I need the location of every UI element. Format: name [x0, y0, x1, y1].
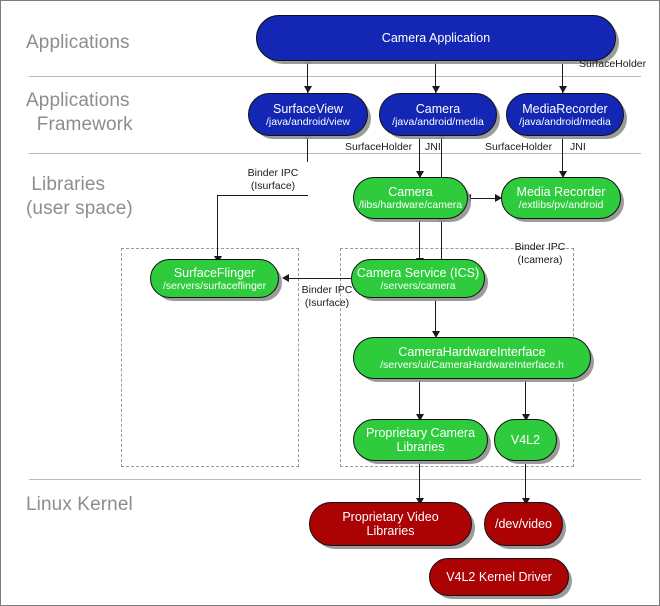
edge-label-surfaceholder-app: SurfaceHolder	[579, 58, 647, 70]
connector-camera-java-down	[419, 136, 420, 177]
connector-chi-to-proprietary-camera	[419, 378, 420, 417]
arrowhead-chi-to-proprietary-camera	[416, 414, 424, 421]
connector-camera-native-to-service	[419, 219, 420, 263]
node-v4l2[interactable]: V4L2	[494, 419, 557, 461]
node-camera-application[interactable]: Camera Application	[256, 15, 616, 61]
node-media-recorder-native-path: /extlibs/pv/android	[518, 199, 604, 211]
arrowhead-app-camera-java	[432, 86, 440, 93]
layer-separator-kernel	[29, 479, 641, 480]
connector-app-mediarecorder	[562, 61, 563, 93]
node-camera-native[interactable]: Camera /libs/hardware/camera	[353, 177, 468, 219]
node-surfaceflinger-path: /servers/surfaceflinger	[162, 279, 267, 292]
node-proprietary-video-libraries[interactable]: Proprietary Video Libraries	[309, 502, 472, 546]
layer-separator-applications	[29, 76, 641, 77]
node-proprietary-camera-libraries-title: Proprietary Camera Libraries	[365, 426, 476, 454]
node-camera-native-title: Camera	[388, 185, 433, 199]
node-media-recorder-native-title: Media Recorder	[516, 185, 606, 199]
node-surfaceflinger[interactable]: SurfaceFlinger /servers/surfaceflinger	[150, 259, 279, 298]
node-surfaceview-title: SurfaceView	[273, 101, 343, 116]
node-camera-native-path: /libs/hardware/camera	[358, 199, 463, 211]
node-camera-service-title: Camera Service (ICS)	[356, 265, 480, 280]
arrowhead-camera-java-down	[416, 171, 424, 178]
arrowhead-service-to-chi	[432, 331, 440, 338]
edge-label-binder-ipc-icamera: Binder IPC (Icamera)	[514, 241, 566, 266]
connector-service-to-surfaceflinger	[286, 278, 354, 279]
arrowhead-service-to-surfaceflinger	[282, 274, 289, 282]
node-dev-video[interactable]: /dev/video	[484, 502, 563, 546]
node-camera-hardware-interface-path: /servers/ui/CameraHardwareInterface.h	[380, 359, 564, 371]
edge-label-binder-ipc-isurface-top: Binder IPC (Isurface)	[247, 167, 299, 192]
connector-v4l2-to-dev-video	[525, 458, 526, 502]
node-camera-service[interactable]: Camera Service (ICS) /servers/camera	[351, 259, 485, 298]
connector-camera-mediarecorder-native	[467, 198, 501, 199]
node-camera-application-title: Camera Application	[381, 31, 491, 45]
arrowhead-app-surfaceview-down	[304, 86, 312, 93]
edge-label-surfaceholder-mediarecorder: SurfaceHolder	[485, 141, 553, 153]
edge-label-jni-camera: JNI	[425, 141, 441, 153]
node-v4l2-title: V4L2	[510, 433, 541, 447]
connector-isurface-horizontal	[217, 195, 308, 196]
edge-label-surfaceholder-camera: SurfaceHolder	[345, 141, 413, 153]
connector-surfaceview-down	[307, 136, 308, 162]
node-camera-java-title: Camera	[415, 101, 461, 116]
node-camera-hardware-interface[interactable]: CameraHardwareInterface /servers/ui/Came…	[353, 337, 591, 379]
node-mediarecorder-title: MediaRecorder	[522, 101, 608, 116]
connector-mediarecorder-down	[562, 136, 563, 177]
connector-app-camera-java	[435, 61, 436, 93]
node-mediarecorder-path: /java/android/media	[519, 115, 611, 128]
connector-chi-to-v4l2	[525, 378, 526, 417]
node-camera-service-path: /servers/camera	[380, 279, 456, 292]
node-mediarecorder[interactable]: MediaRecorder /java/android/media	[506, 93, 624, 136]
node-surfaceview[interactable]: SurfaceView /java/android/view	[248, 93, 368, 136]
layer-label-applications-framework: Applications Framework	[26, 90, 133, 135]
connector-app-surfaceview	[307, 61, 308, 93]
edge-label-binder-ipc-isurface-service: Binder IPC (Isurface)	[301, 284, 353, 309]
layer-separator-framework	[29, 153, 641, 154]
group-frame-surfaceflinger	[121, 248, 299, 467]
node-surfaceview-path: /java/android/view	[265, 115, 351, 128]
layer-label-applications: Applications	[26, 32, 130, 53]
connector-camera-native-up	[441, 136, 442, 177]
arrowhead-chi-to-v4l2	[522, 414, 530, 421]
layer-label-linux-kernel: Linux Kernel	[26, 494, 133, 515]
edge-label-jni-mediarecorder: JNI	[570, 141, 586, 153]
node-v4l2-kernel-driver[interactable]: V4L2 Kernel Driver	[429, 558, 569, 596]
node-v4l2-kernel-driver-title: V4L2 Kernel Driver	[446, 570, 552, 584]
node-proprietary-camera-libraries[interactable]: Proprietary Camera Libraries	[353, 419, 488, 461]
node-surfaceflinger-title: SurfaceFlinger	[173, 265, 256, 280]
layer-label-libraries: Libraries (user space)	[26, 174, 133, 219]
arrowhead-mediarecorder-down	[559, 171, 567, 178]
arrowhead-mediarecorder-native-right	[495, 194, 502, 202]
connector-isurface-vertical	[217, 195, 218, 260]
node-proprietary-video-libraries-title: Proprietary Video Libraries	[342, 510, 439, 538]
node-camera-java[interactable]: Camera /java/android/media	[379, 93, 497, 136]
connector-service-to-chi	[435, 297, 436, 335]
node-camera-hardware-interface-title: CameraHardwareInterface	[398, 345, 546, 359]
connector-proprietary-camera-to-video	[419, 458, 420, 502]
connector-service-to-camera-native	[441, 219, 442, 263]
node-dev-video-title: /dev/video	[495, 517, 552, 531]
node-camera-java-path: /java/android/media	[392, 115, 484, 128]
node-media-recorder-native[interactable]: Media Recorder /extlibs/pv/android	[501, 177, 621, 219]
arrowhead-app-mediarecorder	[559, 86, 567, 93]
